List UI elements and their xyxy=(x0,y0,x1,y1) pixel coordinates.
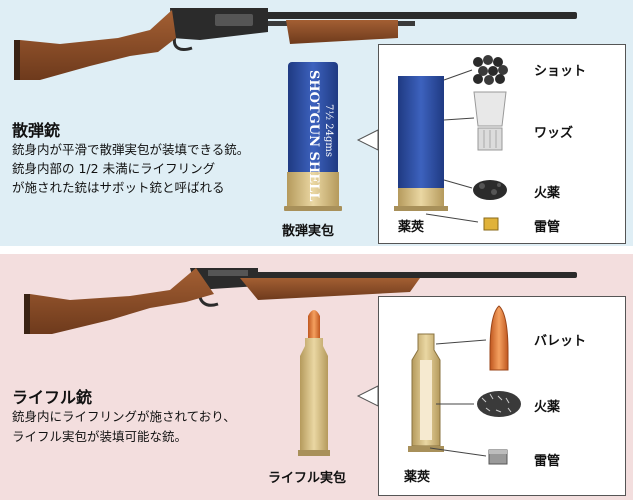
shotgun-shell-cartridge xyxy=(284,62,342,211)
label-shotgun-primer: 雷管 xyxy=(534,220,561,235)
primer-icon xyxy=(483,217,499,231)
label-shotgun-powder: 火薬 xyxy=(534,186,561,201)
shell-brand-text: SHOTGUN SHELL xyxy=(306,70,321,201)
label-rifle-primer: 雷管 xyxy=(534,454,561,469)
shotgun-illustration xyxy=(14,8,577,80)
rifle-case-section xyxy=(408,333,444,452)
shotgun-description-line-1: 銃身内が平滑で散弾実包が装填できる銃。 xyxy=(12,142,250,157)
shotgun-leader-lines xyxy=(425,69,479,223)
rifle-cartridge xyxy=(298,310,330,456)
shell-printing: SHOTGUN SHELL 7½ 24gms xyxy=(306,70,334,201)
shotgun-cartridge-label: 散弾実包 xyxy=(282,224,335,239)
rifle-powder-icon xyxy=(477,391,521,417)
shotgun-title: 散弾銃 xyxy=(12,121,61,140)
bullet-icon xyxy=(489,305,509,371)
powder-icon xyxy=(473,180,507,200)
label-shot: ショット xyxy=(534,64,587,79)
label-rifle-case: 薬莢 xyxy=(404,470,431,485)
rifle-leader-lines xyxy=(429,339,487,457)
shot-pellets-icon xyxy=(473,55,508,85)
rifle-description-line-1: 銃身内にライフリングが施されており、 xyxy=(12,409,236,424)
rifle-cartridge-label: ライフル実包 xyxy=(268,471,347,486)
label-wad: ワッズ xyxy=(534,126,574,141)
rifle-description-line-2: ライフル実包が装填可能な銃。 xyxy=(12,429,188,444)
label-shotgun-case: 薬莢 xyxy=(398,220,425,235)
rifle-primer-icon xyxy=(488,449,508,465)
shell-size-text: 7½ 24gms xyxy=(323,104,334,157)
shotgun-description-line-2: 銃身内部の 1/2 未満にライフリング xyxy=(12,161,216,176)
panel-divider xyxy=(0,246,633,254)
shotgun-shell-section xyxy=(394,76,448,211)
label-bullet: バレット xyxy=(534,334,587,349)
wad-icon xyxy=(473,91,507,151)
shotgun-callout-pointer xyxy=(356,129,379,151)
label-rifle-powder: 火薬 xyxy=(534,400,561,415)
rifle-title: ライフル銃 xyxy=(12,388,93,407)
rifle-illustration xyxy=(24,268,577,334)
shotgun-description-line-3: が施された銃はサボット銃と呼ばれる xyxy=(12,180,225,195)
rifle-callout-pointer xyxy=(356,385,379,407)
